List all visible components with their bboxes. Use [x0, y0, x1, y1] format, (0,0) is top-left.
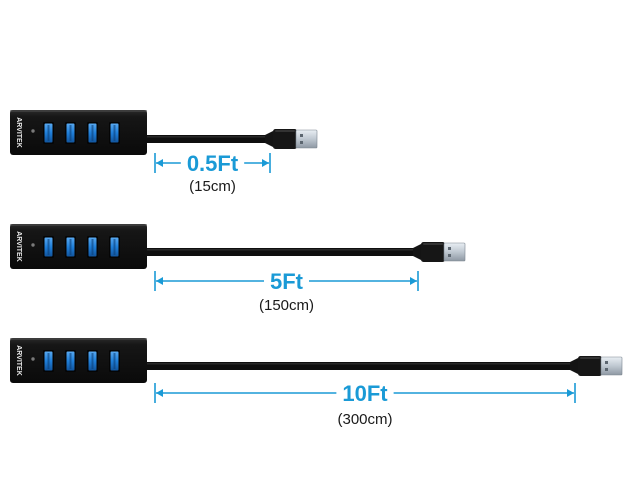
- plug-shell-hole: [448, 254, 451, 257]
- usb-port-1: [43, 236, 54, 258]
- plug-shell-hole: [300, 141, 303, 144]
- usb-port-3: [87, 350, 98, 372]
- plug-body-highlight: [423, 243, 443, 245]
- port-slot: [47, 125, 50, 141]
- dimension-arrow-right: [567, 389, 574, 397]
- brand-logo-text: ARVITEK: [15, 345, 22, 376]
- port-slot: [91, 239, 94, 255]
- plug-body: [421, 242, 445, 262]
- length-label: 5Ft: [270, 269, 304, 294]
- port-slot: [91, 353, 94, 369]
- status-led: [31, 243, 35, 247]
- length-dimension-3: 10Ft (300cm): [154, 381, 576, 428]
- length-label: 10Ft: [342, 381, 388, 406]
- plug-body: [578, 356, 602, 376]
- usb-hub-row-3: ARVITEK 10Ft (300cm): [10, 338, 623, 428]
- brand-logo-text: ARVITEK: [15, 117, 22, 148]
- length-dimension-2: 5Ft (150cm): [154, 269, 419, 314]
- dimension-arrow-left: [156, 389, 163, 397]
- length-label: 0.5Ft: [187, 151, 239, 176]
- metric-length-label: (300cm): [337, 411, 392, 428]
- cable-highlight: [140, 363, 580, 365]
- dimension-arrow-right: [410, 277, 417, 285]
- dimension-arrow-left: [156, 277, 163, 285]
- length-dimension-1: 0.5Ft (15cm): [154, 151, 271, 195]
- usb-port-1: [43, 122, 54, 144]
- dimension-arrow-right: [262, 159, 269, 167]
- hub-edge-highlight: [10, 224, 147, 226]
- hub-body: [10, 110, 147, 155]
- usb-hub-row-1: ARVITEK 0.5Ft (15cm): [10, 110, 318, 195]
- usb-port-2: [65, 350, 76, 372]
- status-led: [31, 129, 35, 133]
- plug-body: [273, 129, 297, 149]
- plug-shell-hole: [605, 361, 608, 364]
- port-slot: [69, 353, 72, 369]
- port-slot: [69, 125, 72, 141]
- usb-port-2: [65, 236, 76, 258]
- port-slot: [69, 239, 72, 255]
- usb-port-3: [87, 122, 98, 144]
- plug-metal-shell: [443, 242, 466, 262]
- dimension-arrow-left: [156, 159, 163, 167]
- metric-length-label: (15cm): [189, 178, 236, 195]
- brand-logo-text: ARVITEK: [15, 231, 22, 262]
- usb-port-2: [65, 122, 76, 144]
- plug-metal-shell: [295, 129, 318, 149]
- plug-metal-shell: [600, 356, 623, 376]
- plug-body-highlight: [580, 357, 600, 359]
- port-slot: [47, 239, 50, 255]
- plug-strain-relief: [570, 358, 578, 374]
- usb-port-4: [109, 236, 120, 258]
- plug-strain-relief: [413, 244, 421, 260]
- port-slot: [91, 125, 94, 141]
- plug-shell-hole: [448, 247, 451, 250]
- usb-port-1: [43, 350, 54, 372]
- status-led: [31, 357, 35, 361]
- port-slot: [113, 125, 116, 141]
- usb-port-4: [109, 350, 120, 372]
- usb-hub-row-2: ARVITEK 5Ft (150cm): [10, 224, 466, 314]
- cable-highlight: [140, 136, 275, 138]
- plug-strain-relief: [265, 131, 273, 147]
- port-slot: [47, 353, 50, 369]
- port-slot: [113, 239, 116, 255]
- plug-shell-hole: [300, 134, 303, 137]
- hub-edge-highlight: [10, 338, 147, 340]
- plug-body-highlight: [275, 130, 295, 132]
- plug-shell-hole: [605, 368, 608, 371]
- metric-length-label: (150cm): [259, 297, 314, 314]
- hub-body: [10, 224, 147, 269]
- usb-port-3: [87, 236, 98, 258]
- hub-body: [10, 338, 147, 383]
- usb-port-4: [109, 122, 120, 144]
- port-slot: [113, 353, 116, 369]
- hub-edge-highlight: [10, 110, 147, 112]
- cable-highlight: [140, 249, 423, 251]
